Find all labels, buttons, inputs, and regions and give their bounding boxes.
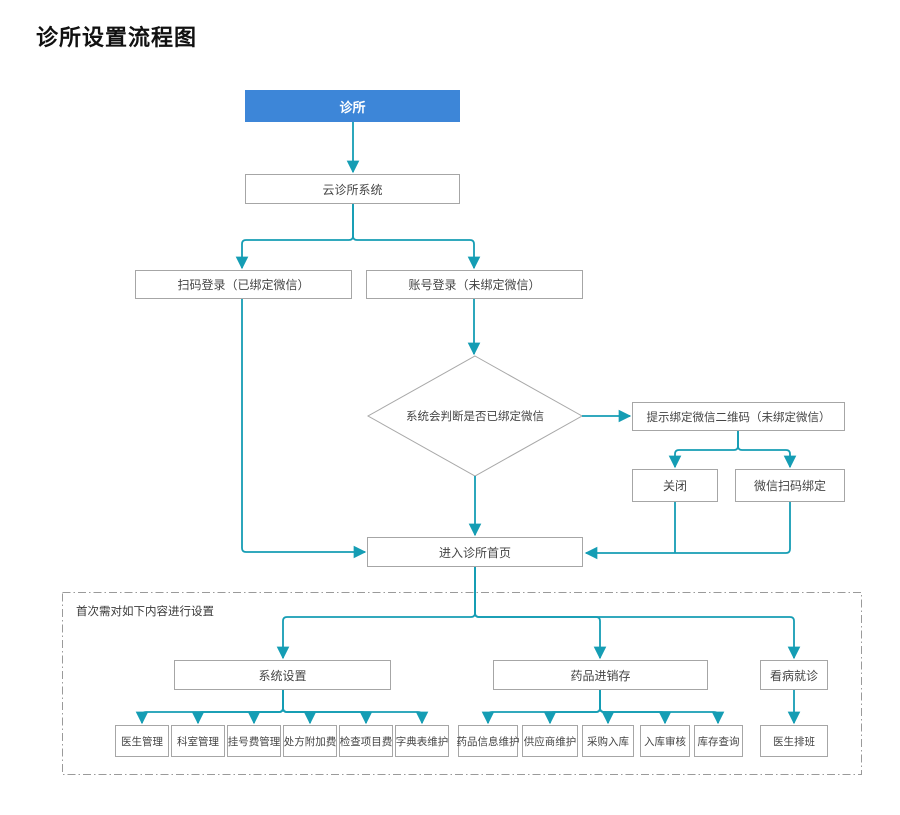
node-qr-bind-prompt: 提示绑定微信二维码（未绑定微信） <box>632 402 845 431</box>
node-account-login: 账号登录（未绑定微信） <box>366 270 583 299</box>
group-medical-visit: 看病就诊 <box>760 660 828 690</box>
group-drug-inventory: 药品进销存 <box>493 660 708 690</box>
leaf-prescription-surcharge: 处方附加费 <box>283 725 337 757</box>
leaf-supplier-maintenance: 供应商维护 <box>522 725 578 757</box>
node-enter-clinic-homepage: 进入诊所首页 <box>367 537 583 567</box>
page-title: 诊所设置流程图 <box>36 25 198 50</box>
leaf-purchase-inbound: 采购入库 <box>582 725 634 757</box>
node-clinic: 诊所 <box>245 90 460 122</box>
leaf-exam-item-fee: 检查项目费 <box>339 725 393 757</box>
leaf-dictionary-maintenance: 字典表维护 <box>395 725 449 757</box>
leaf-inbound-review: 入库审核 <box>640 725 690 757</box>
node-decision-label: 系统会判断是否已绑定微信 <box>406 411 544 423</box>
leaf-doctor-schedule: 医生排班 <box>760 725 828 757</box>
leaf-drug-info-maintenance: 药品信息维护 <box>457 725 520 757</box>
leaf-doctor-management: 医生管理 <box>115 725 169 757</box>
leaf-department-management: 科室管理 <box>171 725 225 757</box>
group-system-settings: 系统设置 <box>174 660 391 690</box>
setup-section-label: 首次需对如下内容进行设置 <box>76 606 214 618</box>
leaf-registration-fee-management: 挂号费管理 <box>227 725 281 757</box>
node-cloud-clinic-system: 云诊所系统 <box>245 174 460 204</box>
node-close: 关闭 <box>632 469 718 502</box>
leaf-inventory-query: 库存查询 <box>694 725 743 757</box>
node-scan-login: 扫码登录（已绑定微信） <box>135 270 352 299</box>
node-wechat-scan-bind: 微信扫码绑定 <box>735 469 845 502</box>
